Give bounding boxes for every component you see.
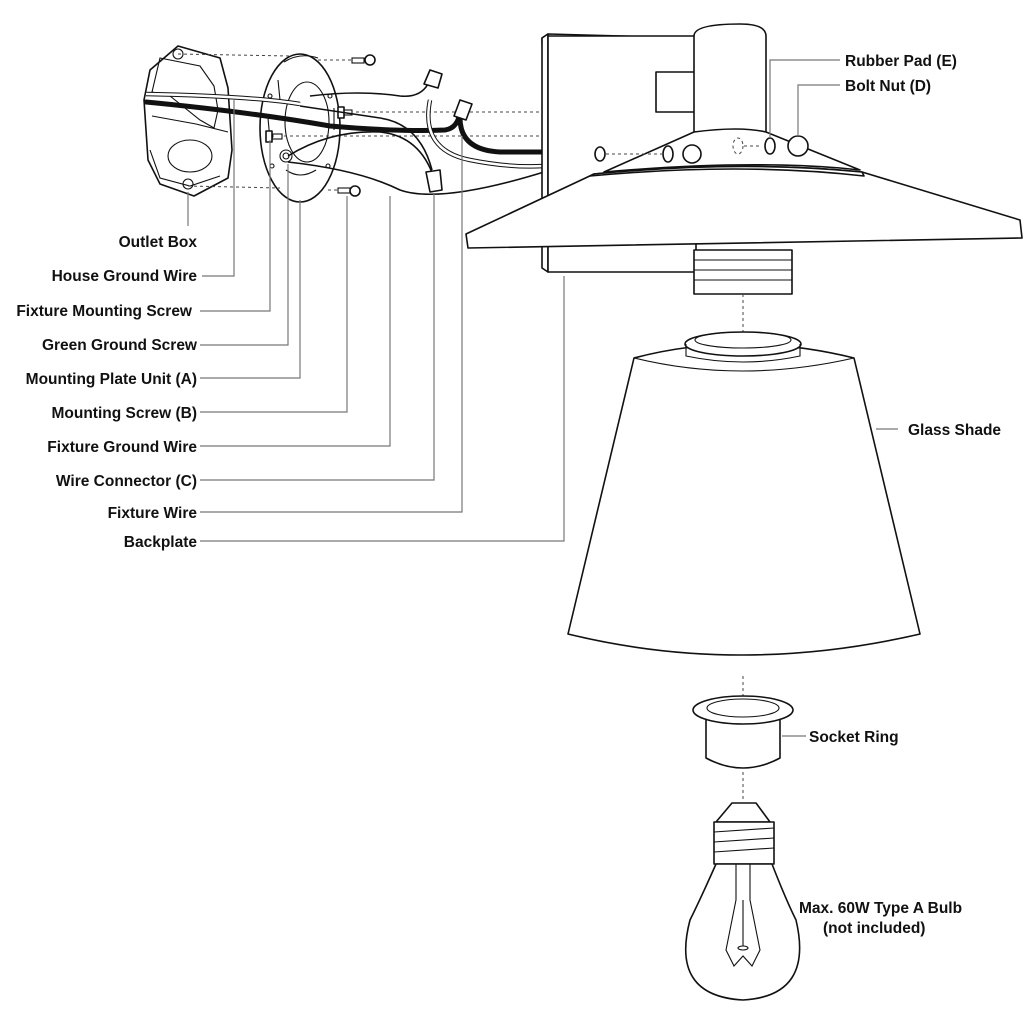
mounting-screw-bottom (337, 185, 361, 197)
fixture-wires (287, 83, 547, 196)
glass-shade (567, 331, 921, 656)
light-bulb (685, 802, 801, 1001)
house-wires (143, 91, 463, 171)
label-rubber-pad: Rubber Pad (E) (845, 53, 957, 70)
rubber-pad (764, 137, 776, 155)
outlet-box (143, 45, 233, 197)
wire-connector-2 (453, 99, 473, 121)
label-bulb-line2: (not included) (823, 920, 925, 937)
label-socket-ring: Socket Ring (809, 729, 899, 746)
label-fixture-wire: Fixture Wire (108, 505, 198, 522)
wire-connector-1 (423, 69, 443, 89)
label-mounting-plate-unit: Mounting Plate Unit (A) (26, 371, 197, 388)
label-glass-shade: Glass Shade (908, 422, 1001, 439)
label-bulb-line1: Max. 60W Type A Bulb (799, 900, 962, 917)
bolt-nut (787, 135, 809, 157)
label-fixture-ground-wire: Fixture Ground Wire (47, 439, 197, 456)
label-bolt-nut: Bolt Nut (D) (845, 78, 931, 95)
left-bolt-assembly (594, 144, 702, 164)
lantern-cap (465, 23, 1023, 295)
mounting-screw-top (351, 54, 376, 66)
fixture-mounting-screw-2 (265, 130, 283, 143)
label-house-ground-wire: House Ground Wire (52, 268, 198, 285)
leader-lines (187, 59, 898, 737)
label-fixture-mounting-screw: Fixture Mounting Screw (16, 303, 193, 320)
wire-connector-3 (425, 169, 443, 193)
label-green-ground-screw: Green Ground Screw (42, 337, 198, 354)
label-outlet-box: Outlet Box (119, 234, 198, 251)
label-wire-connector: Wire Connector (C) (56, 473, 197, 490)
label-backplate: Backplate (124, 534, 198, 551)
socket-ring (692, 695, 794, 769)
label-mounting-screw: Mounting Screw (B) (51, 405, 197, 422)
